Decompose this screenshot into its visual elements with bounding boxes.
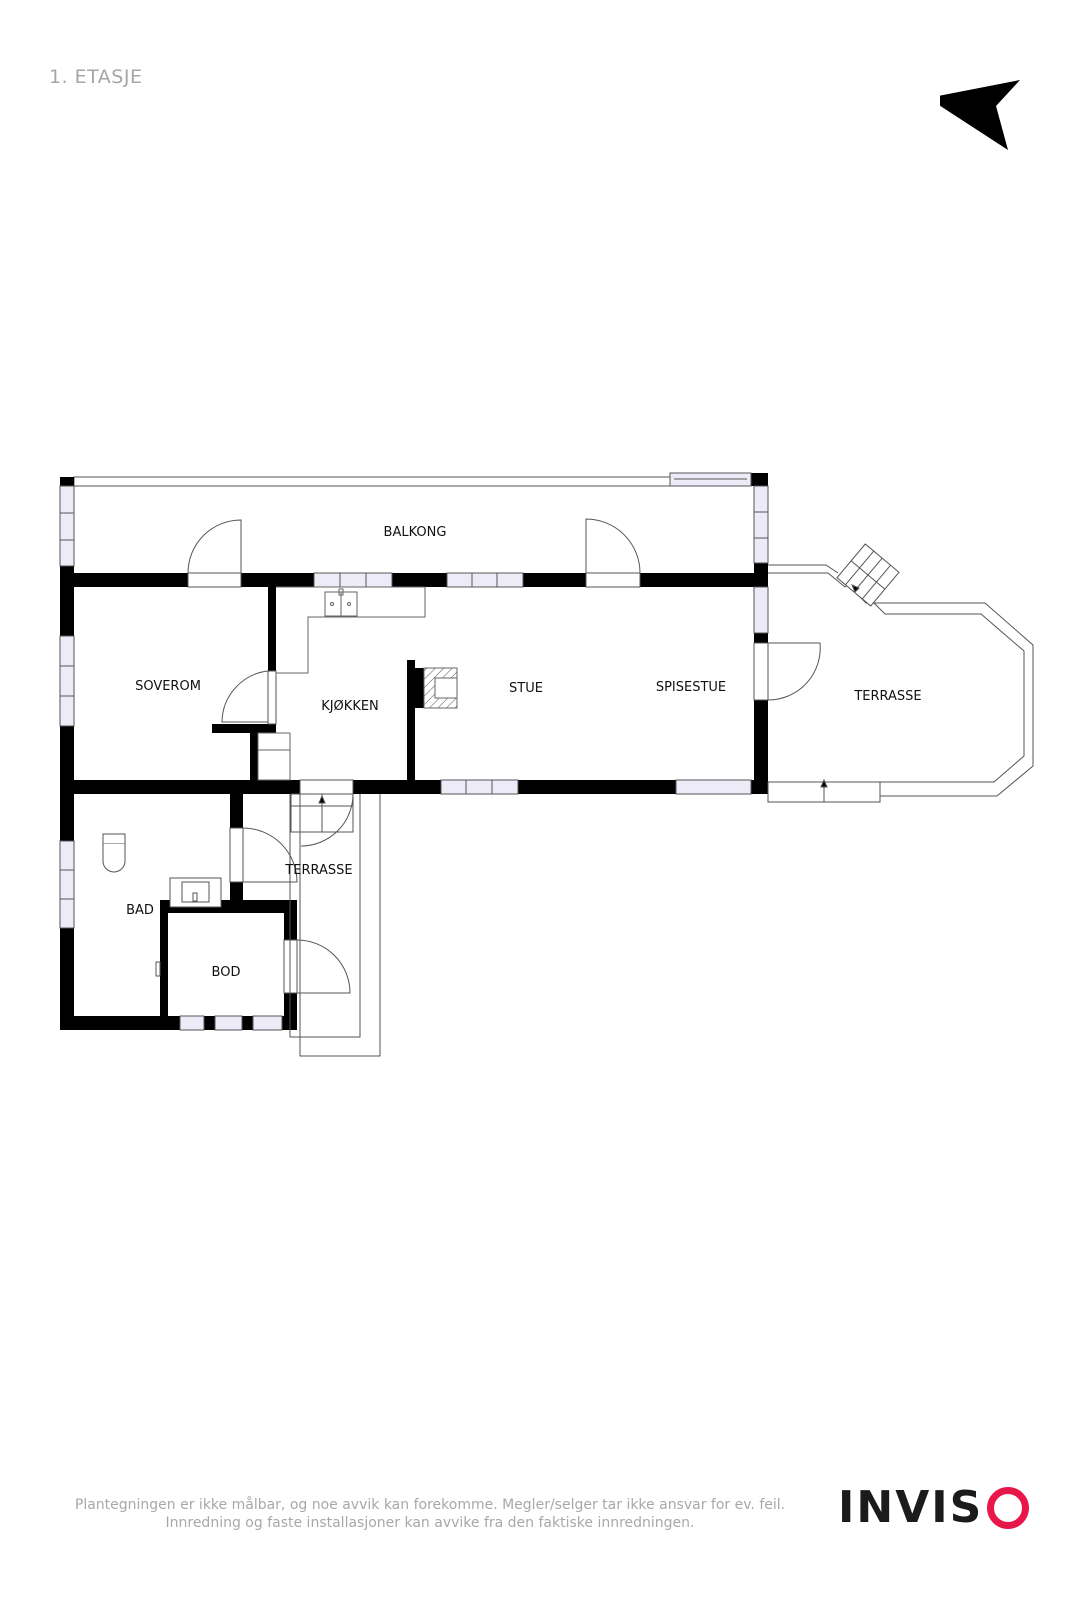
floor-title: 1. ETASJE (49, 66, 143, 88)
windows (59, 472, 769, 1031)
room-label-soverom: SOVEROM (135, 679, 201, 694)
logo-text: INVIS (838, 1482, 984, 1533)
disclaimer: Plantegningen er ikke målbar, og noe avv… (30, 1496, 830, 1532)
disclaimer-line-2: Innredning og faste installasjoner kan a… (165, 1515, 695, 1531)
room-label-bod: BOD (212, 965, 241, 980)
room-label-kjokken: KJØKKEN (321, 699, 379, 714)
balcony-railing (73, 476, 671, 487)
room-label-balkong: BALKONG (384, 525, 447, 540)
bathroom-fixtures (102, 833, 222, 977)
kitchen-counter (257, 586, 426, 781)
walls (60, 473, 768, 1030)
logo-o-ring-icon (987, 1487, 1030, 1529)
room-label-bad: BAD (126, 903, 154, 918)
room-label-stue: STUE (509, 681, 543, 696)
south-terrace (289, 793, 381, 1057)
north-arrow-icon (940, 80, 1020, 150)
doors (187, 518, 821, 994)
room-label-spisestue: SPISESTUE (656, 680, 726, 695)
inviso-logo: INVIS (838, 1482, 1030, 1533)
room-label-terrasse-east: TERRASSE (853, 689, 921, 704)
room-label-terrasse-south: TERRASSE (284, 863, 352, 878)
disclaimer-line-1: Plantegningen er ikke målbar, og noe avv… (74, 1497, 786, 1513)
fireplace-icon (423, 667, 458, 709)
east-terrace (767, 543, 1034, 803)
